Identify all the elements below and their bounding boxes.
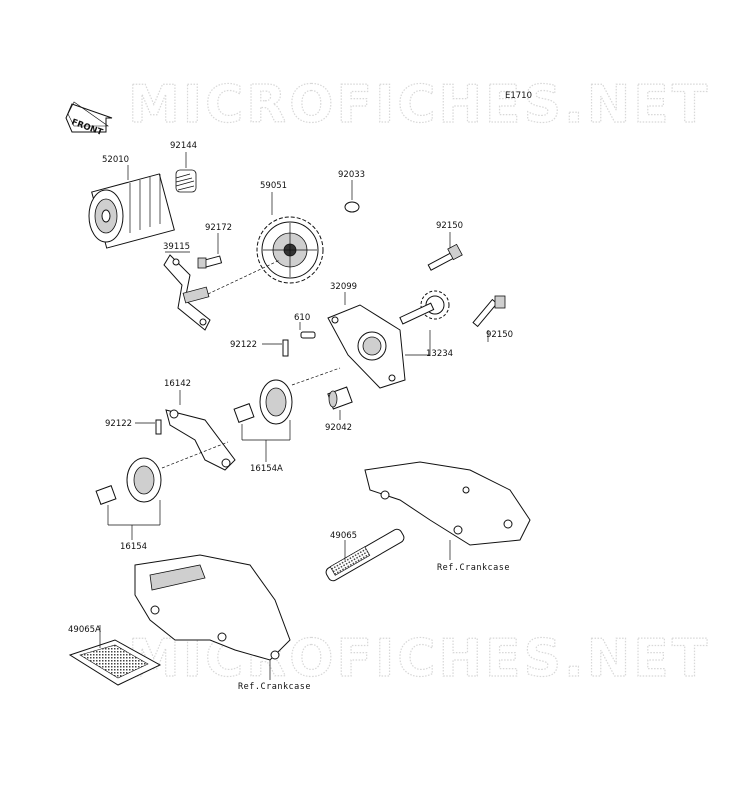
dowel-92122-lower <box>155 419 162 435</box>
crankcase-left <box>134 554 291 661</box>
gear-59051 <box>256 216 324 284</box>
label-16142: 16142 <box>164 379 191 389</box>
gear-shaft-13234 <box>399 290 450 325</box>
bolt-92150-lower <box>472 295 506 328</box>
ref-crankcase-left: Ref.Crankcase <box>238 682 311 692</box>
plate-16142 <box>165 409 236 471</box>
pin-610 <box>300 331 316 339</box>
label-92172: 92172 <box>205 223 232 233</box>
label-13234: 13234 <box>426 349 453 359</box>
label-610: 610 <box>294 313 310 323</box>
rotor-inner-16154A <box>233 403 255 423</box>
rotor-inner-16154 <box>95 485 117 505</box>
crankcase-right <box>364 461 531 546</box>
bracket-39115 <box>163 254 211 331</box>
label-92144: 92144 <box>170 141 197 151</box>
watermark-top: MICROFICHES.NET <box>128 75 710 135</box>
label-16154: 16154 <box>120 542 147 552</box>
ref-crankcase-right: Ref.Crankcase <box>437 563 510 573</box>
spring-92144 <box>175 169 197 193</box>
screw-92172 <box>197 255 223 269</box>
label-16154A: 16154A <box>250 464 283 474</box>
circlip-92033 <box>344 201 360 213</box>
label-92122-lower: 92122 <box>105 419 132 429</box>
pump-body-32099 <box>327 304 406 389</box>
rotor-outer-16154A <box>259 379 293 425</box>
dowel-92122-upper <box>282 339 289 357</box>
rotor-outer-16154 <box>126 457 162 503</box>
label-49065A: 49065A <box>68 625 101 635</box>
strainer-49065 <box>325 528 405 582</box>
label-92150-upper: 92150 <box>436 221 463 231</box>
label-52010: 52010 <box>102 155 129 165</box>
label-92122-upper: 92122 <box>230 340 257 350</box>
label-92150-lower: 92150 <box>486 330 513 340</box>
oil-filter-52010 <box>88 173 175 249</box>
label-59051: 59051 <box>260 181 287 191</box>
diagram-code: E1710 <box>505 91 532 101</box>
label-92042: 92042 <box>325 423 352 433</box>
label-92033: 92033 <box>338 170 365 180</box>
front-arrow-icon: FRONT <box>65 101 113 138</box>
label-49065: 49065 <box>330 531 357 541</box>
bolt-92150-upper <box>427 243 463 271</box>
label-39115: 39115 <box>163 242 190 252</box>
collar-92042 <box>327 386 353 410</box>
label-32099: 32099 <box>330 282 357 292</box>
